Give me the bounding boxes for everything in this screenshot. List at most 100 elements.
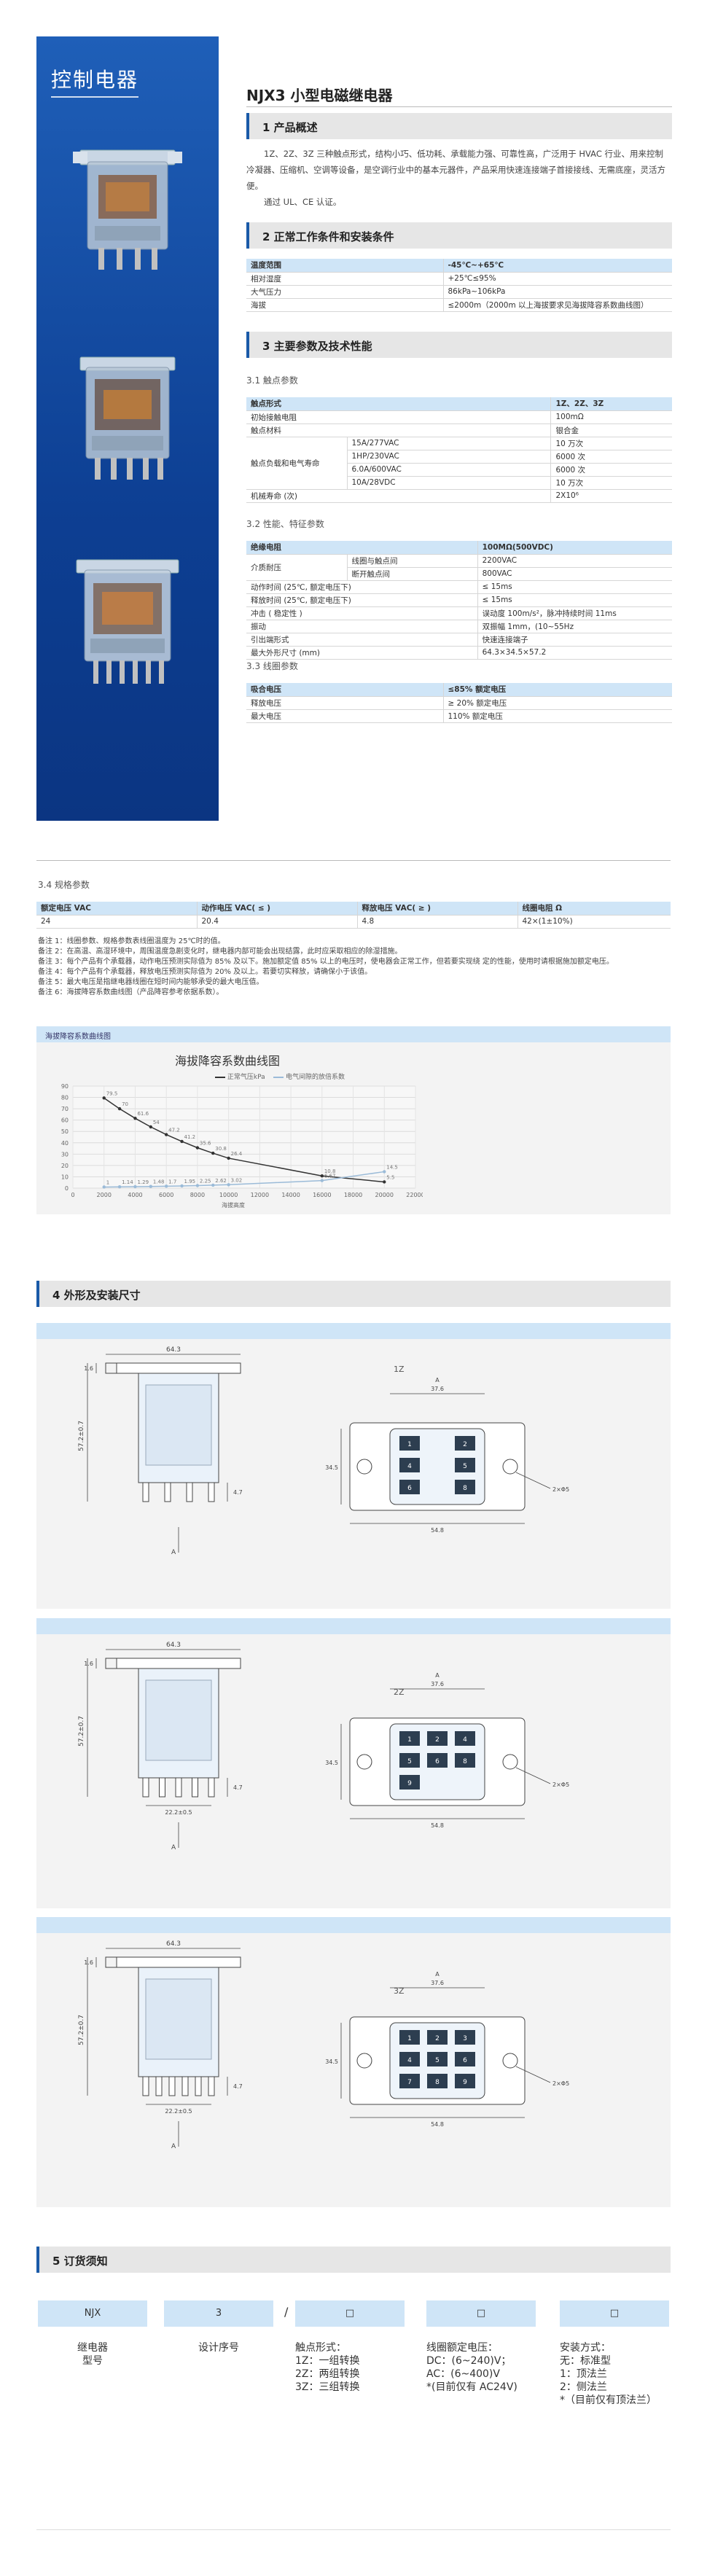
data-point <box>195 1146 200 1150</box>
terminal-number: 7 <box>407 2079 412 2086</box>
flange <box>116 1956 241 1968</box>
data-point <box>227 1156 230 1160</box>
y-tick-label: 80 <box>61 1095 69 1101</box>
table-cell: 大气压力 <box>246 285 443 299</box>
order-desc-line: 继电器 <box>77 2342 108 2354</box>
data-label: 6.67 <box>324 1174 336 1179</box>
order-desc-model: 继电器 型号 <box>38 2341 147 2368</box>
terminal-number: 4 <box>407 2057 412 2064</box>
table-cell: 2X10⁶ <box>550 489 672 503</box>
order-desc-line: AC：(6~400)V <box>426 2368 500 2380</box>
table-cell: 温度范围 <box>246 259 443 273</box>
table-cell: 10 万次 <box>550 476 672 490</box>
table-row: 释放电压≥ 20% 额定电压 <box>246 696 672 710</box>
note-line: 备注 3：每个产品有个承载器，动作电压预测实际值为 85% 及以下。施加额定值 … <box>38 958 614 966</box>
order-code-voltage: □ <box>426 2300 536 2327</box>
data-label: 1.14 <box>122 1179 133 1185</box>
dim-pitch: 22.2±0.5 <box>165 1809 192 1816</box>
flange-edge <box>105 1956 117 1968</box>
table-row: 释放时间 (25℃, 额定电压下)≤ 15ms <box>246 593 672 607</box>
table-row: 触点材料银合金 <box>246 424 672 437</box>
terminal-pad <box>399 1753 420 1768</box>
order-desc-line: DC：(6~240)V； <box>426 2355 512 2367</box>
terminal-number: 5 <box>407 1758 412 1765</box>
view-label: A <box>435 1377 440 1383</box>
y-tick-label: 30 <box>61 1151 69 1158</box>
plot-area <box>73 1086 415 1188</box>
y-tick-label: 20 <box>61 1163 69 1169</box>
terminal-pin <box>195 2076 202 2096</box>
terminal-pin <box>164 1482 171 1502</box>
order-desc-line: 设计序号 <box>198 2342 239 2354</box>
order-desc-design: 设计序号 <box>164 2341 273 2354</box>
data-point <box>133 1184 137 1189</box>
data-point <box>211 1151 215 1155</box>
terminal-pin <box>155 2076 163 2096</box>
data-label: 5.5 <box>386 1174 394 1180</box>
x-tick-label: 10000 <box>219 1192 238 1198</box>
order-slash: / <box>284 2305 289 2319</box>
table-cell: 机械寿命 (次) <box>246 489 551 503</box>
table-cell: 2200VAC <box>477 554 672 568</box>
data-point <box>149 1184 153 1188</box>
relay-image-1z <box>73 149 182 270</box>
terminal-pad <box>455 2052 475 2066</box>
terminal-pad <box>399 2030 420 2045</box>
table-row: 动作时间 (25℃, 额定电压下)≤ 15ms <box>246 580 672 594</box>
data-label: 47.2 <box>168 1128 180 1133</box>
table-cell: 触点负载和电气寿命 <box>246 437 347 490</box>
drawing-title-2z: 2Z <box>394 1687 405 1697</box>
order-desc-mounting: 安装方式： 无：标准型 1：顶法兰 2：侧法兰 *（目前仅有顶法兰） <box>560 2341 669 2407</box>
terminal-number: 9 <box>463 2079 467 2086</box>
sidebar-title-underline <box>51 96 138 98</box>
terminal-number: 1 <box>407 1736 412 1744</box>
dim-top-width: 37.6 <box>431 1681 444 1687</box>
data-label: 41.2 <box>184 1134 196 1140</box>
table-cell: 6.0A/600VAC <box>346 463 551 477</box>
dim-pitch: 22.2±0.5 <box>165 2108 192 2115</box>
data-label: 30.8 <box>215 1146 227 1152</box>
dim-width: 64.3 <box>166 1940 181 1948</box>
terminal-number: 2 <box>435 1736 440 1744</box>
terminal-pin <box>208 2076 215 2096</box>
table-cell: ≥ 20% 额定电压 <box>442 696 672 710</box>
table-cell: 吸合电压 <box>246 683 443 697</box>
sidebar-title: 控制电器 <box>51 68 139 92</box>
terminal-pin <box>168 2076 176 2096</box>
terminal-pin <box>208 1777 215 1798</box>
data-label: 10.8 <box>324 1168 336 1174</box>
table-cell: -45℃~+65℃ <box>442 259 672 273</box>
data-label: 26.4 <box>231 1151 243 1157</box>
data-point <box>227 1183 230 1187</box>
chart-legend: 正常气压kPa 电气间隙的放倍系数 <box>215 1072 345 1081</box>
table-row: 引出端形式快速连接端子 <box>246 633 672 647</box>
data-label: 2.25 <box>200 1179 211 1184</box>
table-cell: 1HP/230VAC <box>346 450 551 464</box>
data-point <box>133 1116 137 1120</box>
table-cell: 线圈与触点间 <box>346 554 478 568</box>
dim-height: 57.2±0.7 <box>78 1421 85 1451</box>
terminal-pin <box>142 2076 149 2096</box>
data-label: 35.6 <box>200 1141 211 1147</box>
terminal-pad <box>399 1775 420 1789</box>
terminal-pad <box>399 1480 420 1494</box>
order-desc-contact: 触点形式： 1Z：一组转换 2Z：两组转换 3Z：三组转换 <box>295 2341 419 2394</box>
panel-header <box>36 1618 671 1634</box>
order-desc-voltage: 线圈额定电压： DC：(6~240)V； AC：(6~400)V *(目前仅有 … <box>426 2341 558 2394</box>
flange <box>116 1658 241 1669</box>
relay-image-3z <box>76 559 179 684</box>
terminal-pad <box>427 1731 448 1746</box>
y-tick-label: 10 <box>61 1174 69 1180</box>
table-cell: 介质耐压 <box>246 554 347 581</box>
data-point <box>164 1184 168 1188</box>
dim-hole: 2×Φ5 <box>552 1781 569 1788</box>
x-tick-label: 6000 <box>159 1192 173 1198</box>
terminal-pad <box>399 2074 420 2088</box>
y-tick-label: 60 <box>61 1117 69 1124</box>
data-point <box>102 1185 106 1189</box>
